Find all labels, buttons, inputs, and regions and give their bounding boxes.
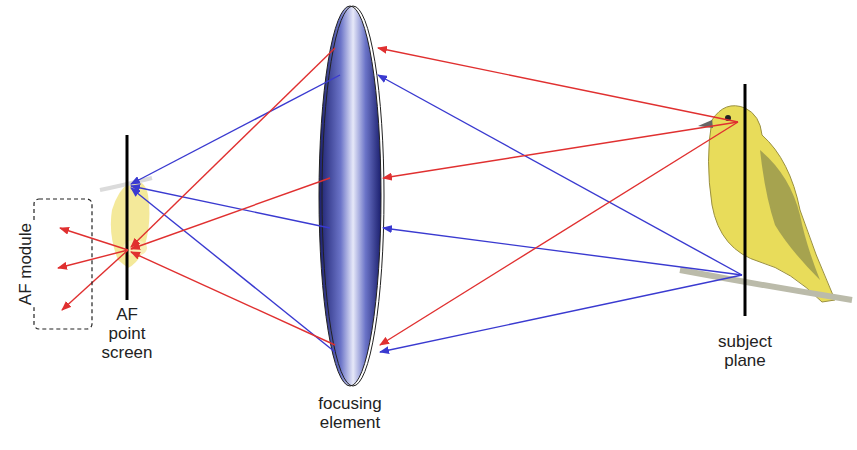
module-label: AF module <box>16 221 36 307</box>
part-label: focusing element <box>295 394 405 432</box>
part-label: subject plane <box>700 332 790 370</box>
af-module-box: AF module <box>12 198 94 330</box>
part-label: AF point screen <box>97 305 157 362</box>
bird-subject <box>680 106 852 302</box>
